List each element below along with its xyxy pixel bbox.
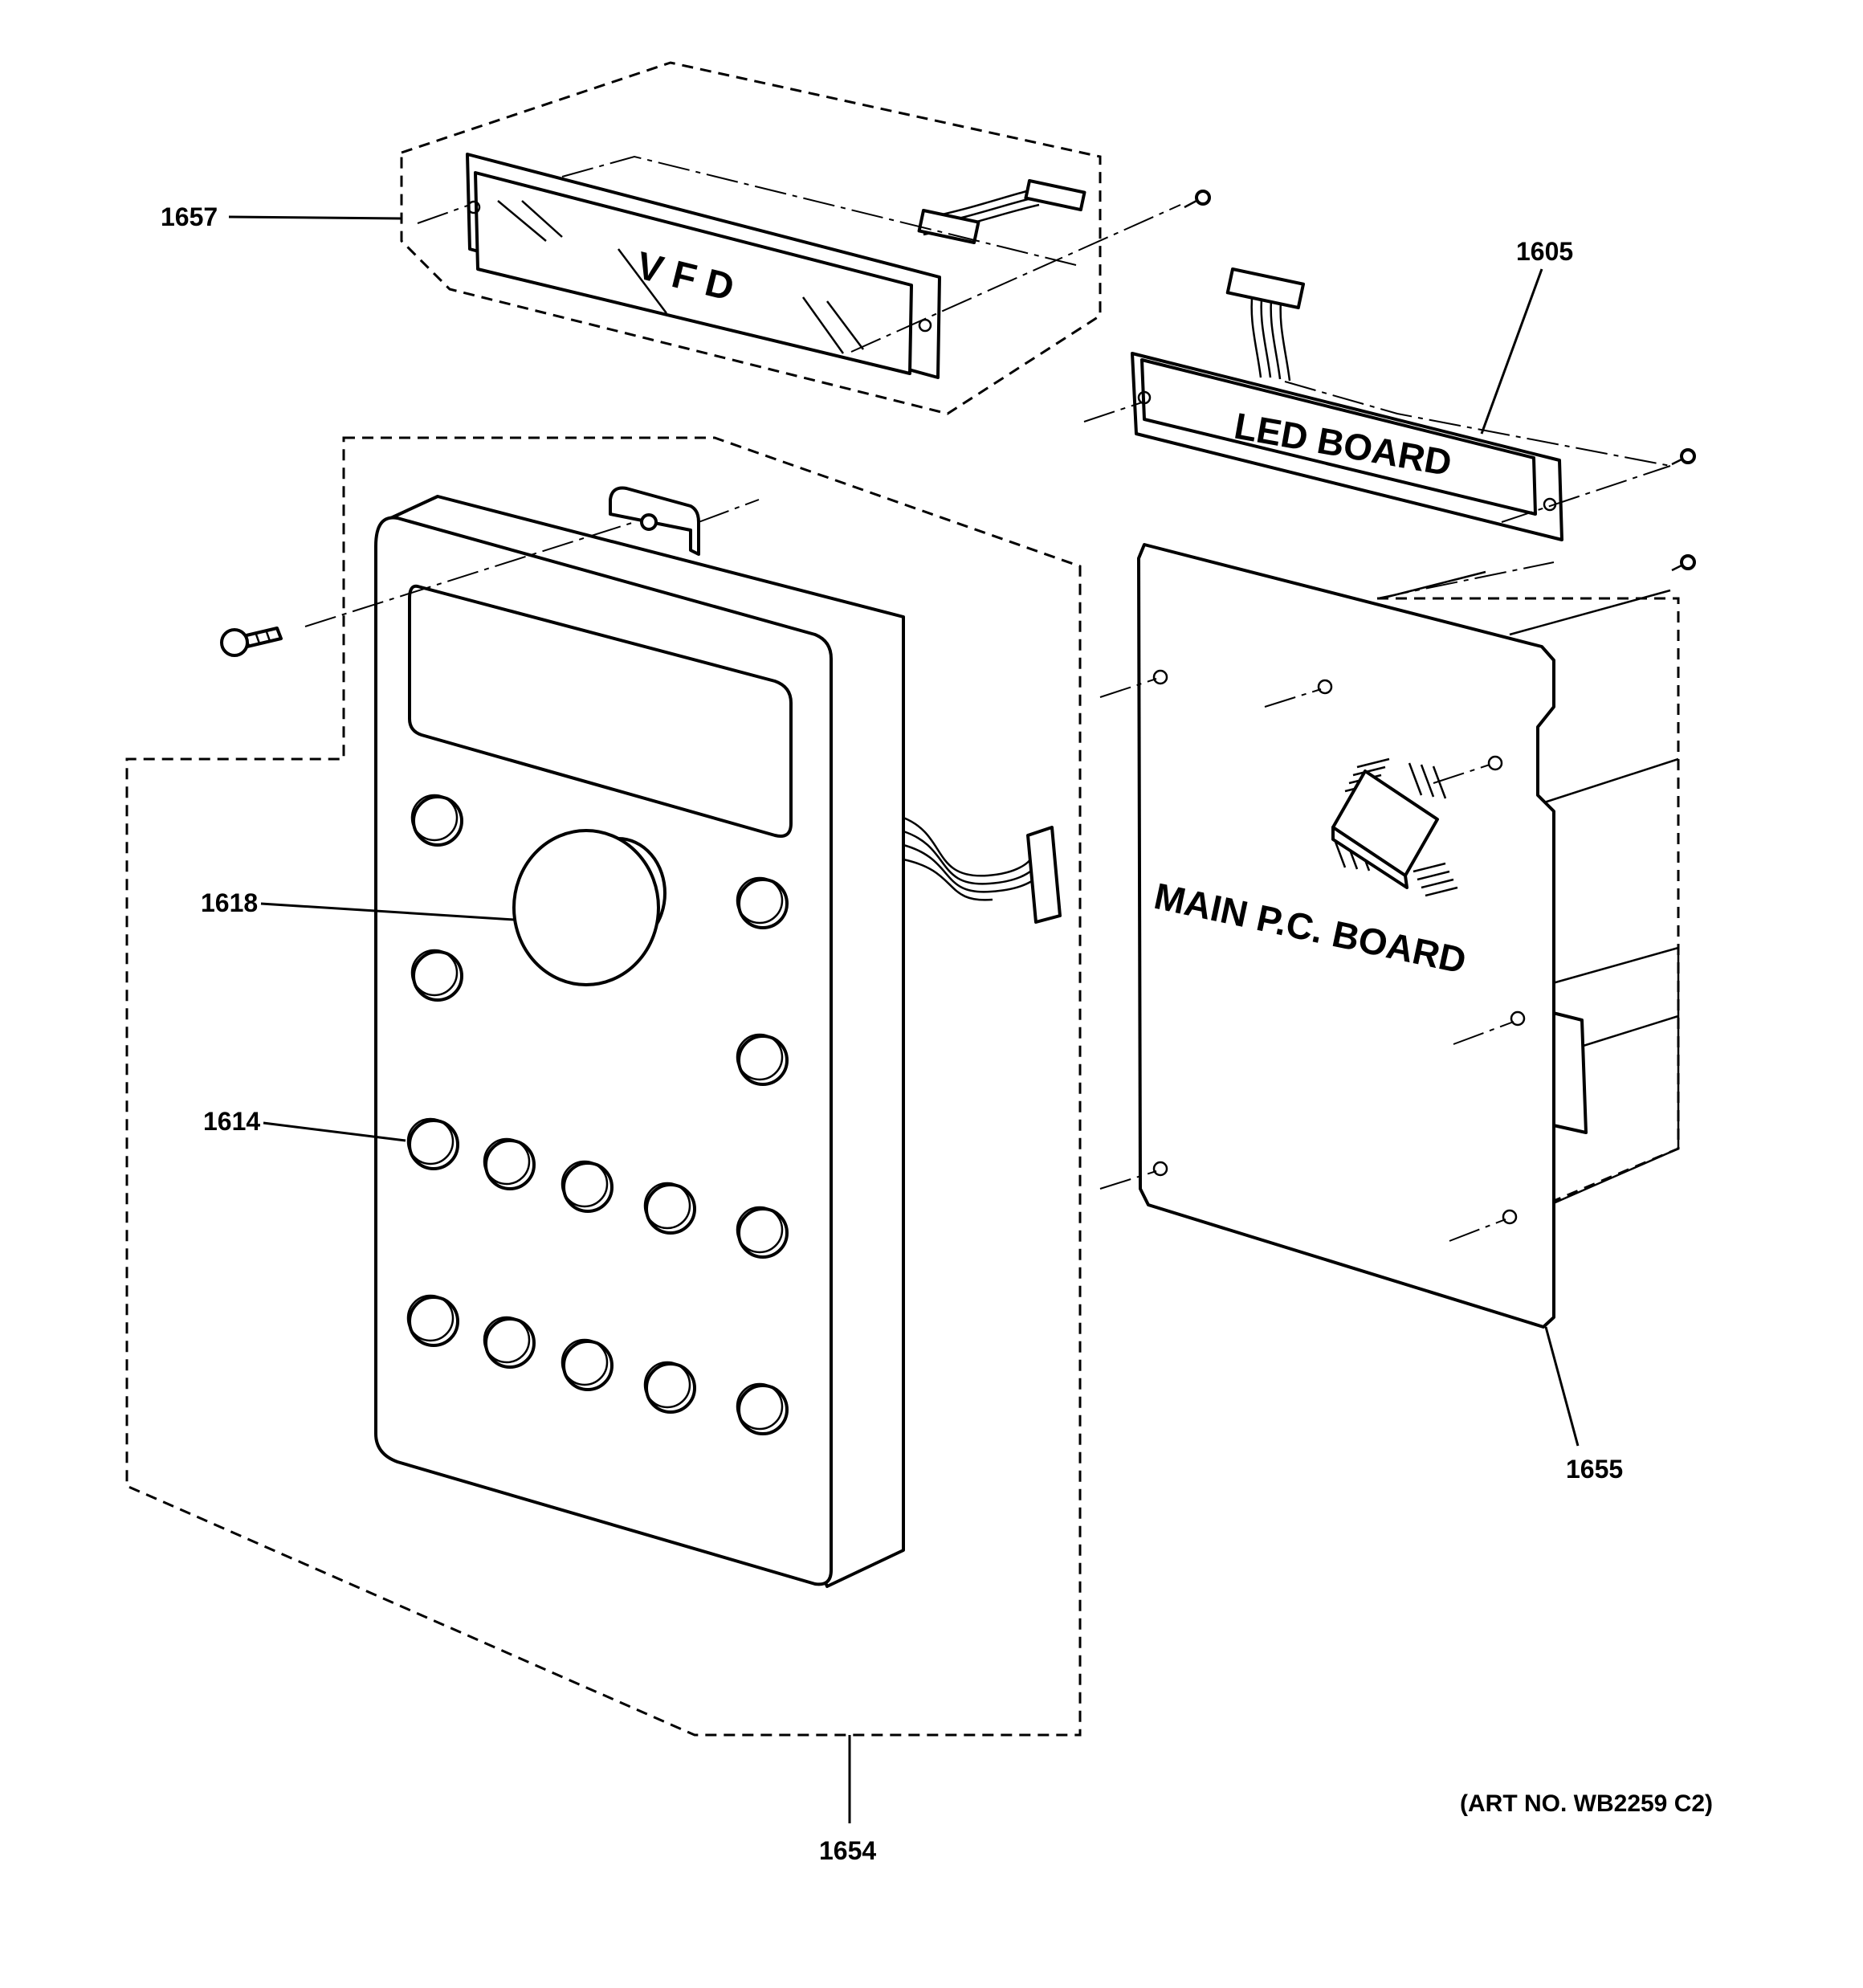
keypad-button[interactable] bbox=[736, 876, 789, 929]
panel-wire-connector bbox=[1026, 826, 1062, 924]
screw-icon bbox=[1184, 190, 1211, 209]
vfd-left-axis bbox=[417, 204, 471, 224]
keypad-button[interactable] bbox=[736, 1382, 789, 1435]
main-board bbox=[1137, 543, 1555, 1329]
callout-1657: 1657 bbox=[161, 202, 218, 231]
keypad-button[interactable] bbox=[410, 949, 463, 1002]
main-board-group-outline bbox=[1377, 597, 1680, 1202]
vfd-group-outline bbox=[400, 61, 1102, 415]
led-ribbon-cable bbox=[1250, 288, 1291, 382]
callout-1618: 1618 bbox=[201, 888, 258, 917]
panel-wire-harness bbox=[903, 816, 1042, 901]
panel-screw-axis bbox=[304, 499, 760, 627]
selector-knob[interactable] bbox=[512, 829, 667, 986]
control-panel-assembly bbox=[125, 436, 1082, 1737]
control-panel-group-outline bbox=[125, 436, 1082, 1737]
art-number: (ART NO. WB2259 C2) bbox=[1460, 1790, 1713, 1817]
main-board-depth-lines bbox=[1380, 570, 1680, 1206]
led-board-assembly: LED BOARD bbox=[1083, 267, 1696, 541]
processor-chip bbox=[1331, 757, 1458, 897]
led-left-axis bbox=[1083, 401, 1145, 423]
vfd-display-glass bbox=[474, 171, 913, 375]
vfd-glass-glare bbox=[497, 200, 864, 354]
screw-icon bbox=[220, 627, 283, 657]
vfd-connector bbox=[1024, 179, 1086, 212]
leader-1605 bbox=[1480, 268, 1543, 435]
keypad-button[interactable] bbox=[406, 1294, 459, 1347]
screw-icon bbox=[1671, 554, 1696, 572]
keypad-button[interactable] bbox=[410, 794, 463, 847]
screw-icon bbox=[1671, 448, 1696, 466]
leader-1618 bbox=[260, 902, 515, 921]
leader-1657 bbox=[228, 215, 402, 220]
keypad-button[interactable] bbox=[643, 1182, 696, 1235]
led-right-axis bbox=[1501, 465, 1671, 523]
leader-1655 bbox=[1544, 1326, 1580, 1447]
led-top-axis bbox=[1284, 381, 1671, 467]
keypad-button[interactable] bbox=[736, 1206, 789, 1259]
vfd-screw-axis bbox=[850, 204, 1181, 353]
main-board-hole-axes bbox=[1099, 678, 1514, 1242]
led-mount-hole-left bbox=[1137, 390, 1152, 405]
led-board-front bbox=[1140, 358, 1537, 516]
callout-1655: 1655 bbox=[1566, 1455, 1623, 1484]
vfd-assembly: V F D bbox=[400, 61, 1211, 415]
keypad-buttons bbox=[406, 794, 789, 1435]
keypad-button[interactable] bbox=[483, 1316, 536, 1369]
keypad-button[interactable] bbox=[483, 1137, 536, 1190]
vfd-mount-hole-left bbox=[467, 200, 481, 214]
led-connector bbox=[1225, 267, 1306, 310]
vfd-top-axis bbox=[561, 155, 1077, 266]
callout-1605: 1605 bbox=[1516, 237, 1573, 266]
panel-mount-tab-hole bbox=[640, 513, 658, 531]
leader-1614 bbox=[263, 1121, 406, 1142]
callouts: 1657 1605 1618 1614 1655 1654 bbox=[161, 202, 1623, 1865]
keypad-button[interactable] bbox=[406, 1117, 459, 1170]
main-pc-board-assembly: MAIN P.C. BOARD bbox=[1099, 543, 1696, 1329]
main-board-mount-holes bbox=[1152, 669, 1526, 1225]
callout-1654: 1654 bbox=[819, 1836, 876, 1865]
keypad-button[interactable] bbox=[643, 1361, 696, 1414]
vfd-plug bbox=[917, 209, 980, 244]
main-board-top-axis bbox=[1376, 561, 1555, 599]
callout-1614: 1614 bbox=[203, 1107, 260, 1136]
keypad-button[interactable] bbox=[736, 1033, 789, 1086]
keypad-button[interactable] bbox=[561, 1338, 614, 1391]
keypad-button[interactable] bbox=[561, 1160, 614, 1213]
